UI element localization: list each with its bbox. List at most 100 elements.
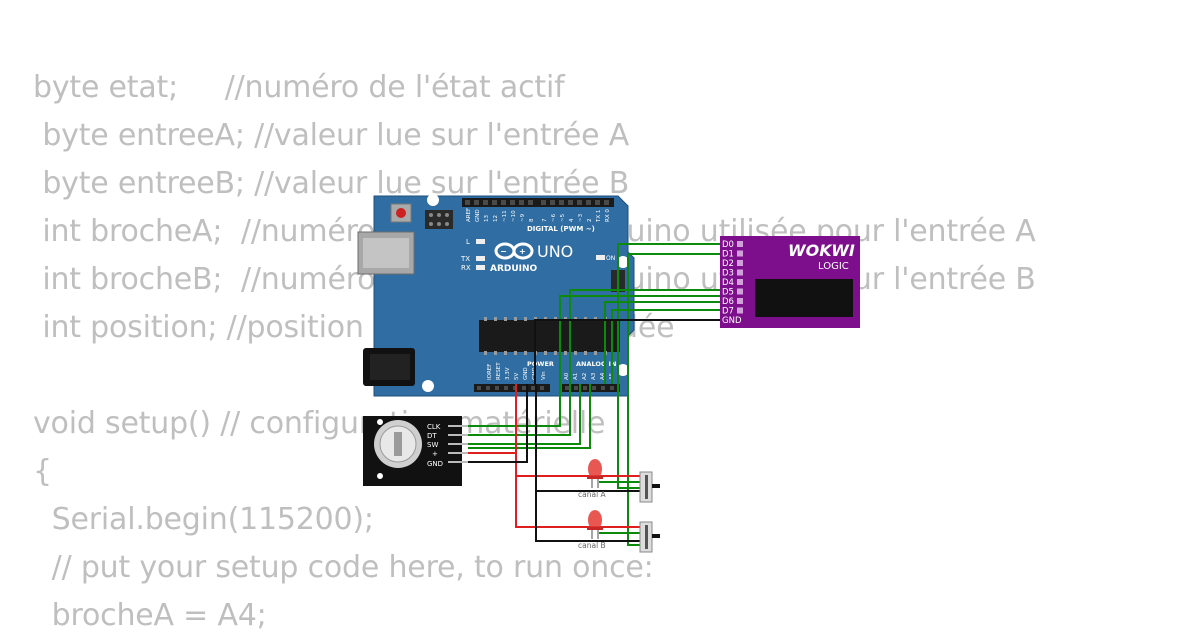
- led-b-lens: [588, 510, 602, 530]
- svg-text:CLK: CLK: [427, 423, 441, 431]
- svg-text:A1: A1: [573, 373, 579, 380]
- wire-5v-led-b: [515, 476, 640, 528]
- switch-b-lever[interactable]: [652, 534, 660, 538]
- encoder-pins: [448, 425, 468, 463]
- arduino-uno-board[interactable]: AREF GND 13 12 ~11 ~10 ~9 8 7 ~6 ~5 4 ~3…: [357, 194, 635, 397]
- led-l: [476, 239, 485, 244]
- mounting-hole: [617, 364, 629, 376]
- wire-dt: [468, 289, 720, 436]
- slide-switch-b[interactable]: [639, 521, 660, 553]
- led-on-label: ON: [606, 255, 615, 262]
- svg-text:D3: D3: [722, 269, 734, 279]
- logic-pin-labels: D0 D1 D2 D3 D4 D5 D6 D7 GND: [722, 240, 742, 326]
- led-canal-b[interactable]: canal B: [578, 510, 606, 550]
- led-tx-label: TX: [460, 255, 470, 263]
- code-line: brocheA = A4;: [33, 598, 267, 633]
- svg-text:~10: ~10: [511, 210, 517, 222]
- svg-text:D4: D4: [722, 278, 734, 288]
- svg-text:D2: D2: [722, 259, 734, 269]
- led-canal-a[interactable]: canal A: [578, 459, 607, 499]
- svg-text:+: +: [432, 450, 438, 458]
- slide-switch-a[interactable]: [639, 471, 660, 503]
- svg-text:3.3V: 3.3V: [505, 367, 511, 380]
- svg-text:8: 8: [529, 218, 535, 222]
- wire-d1: [627, 253, 720, 546]
- wire-5v-led-a: [515, 453, 640, 477]
- led-tx: [476, 256, 485, 261]
- wire-d6: [611, 309, 720, 384]
- svg-text:RESET: RESET: [496, 362, 502, 380]
- led-a-label: canal A: [578, 490, 607, 499]
- svg-text:Vin: Vin: [541, 371, 547, 380]
- digital-pin-labels: AREF GND 13 12 ~11 ~10 ~9 8 7 ~6 ~5 4 ~3…: [466, 208, 611, 223]
- power-header: [474, 384, 550, 392]
- usb-connector-inner: [363, 238, 409, 268]
- wire-gnd-switch-b: [535, 491, 640, 542]
- power-jack-inner: [370, 354, 410, 380]
- code-line: void setup() // configuration matérielle: [33, 406, 606, 441]
- mounting-hole: [422, 380, 434, 392]
- led-b-label: canal B: [578, 541, 606, 550]
- mounting-hole: [617, 256, 629, 268]
- logic-display: [755, 279, 853, 317]
- arduino-label: ARDUINO: [490, 264, 538, 274]
- wire-enc-a3: [468, 384, 591, 449]
- digital-header-pins: [465, 200, 609, 205]
- svg-text:GND: GND: [523, 367, 529, 380]
- code-line: byte entreeA; //valeur lue sur l'entrée …: [33, 118, 630, 153]
- svg-text:2: 2: [587, 219, 593, 223]
- code-line: byte entreeB; //valeur lue sur l'entrée …: [33, 166, 630, 201]
- svg-text:SW: SW: [427, 441, 438, 449]
- svg-text:7: 7: [542, 218, 548, 222]
- wire-d5: [604, 301, 720, 384]
- svg-text:D1: D1: [722, 250, 734, 260]
- svg-text:12: 12: [493, 215, 499, 222]
- svg-text:~9: ~9: [520, 213, 526, 222]
- uno-label: UNO: [537, 242, 573, 261]
- mounting-hole: [427, 194, 439, 206]
- icsp-header: [425, 210, 453, 229]
- logic-analyzer[interactable]: WOKWI LOGIC D0 D1 D2 D3 D4 D5 D6 D7 GND: [720, 236, 860, 328]
- rotary-encoder[interactable]: CLK DT SW + GND: [363, 416, 468, 486]
- digital-header-label: DIGITAL (PWM ~): [527, 225, 595, 233]
- arduino-logo: [494, 242, 534, 260]
- svg-text:D0: D0: [722, 240, 734, 250]
- power-header-label: POWER: [527, 360, 554, 368]
- svg-text:GND: GND: [427, 460, 443, 468]
- svg-text:TX 1: TX 1: [596, 210, 602, 223]
- code-line: Serial.begin(115200);: [33, 502, 374, 537]
- svg-text:~5: ~5: [560, 213, 566, 222]
- wire-gnd-encoder: [468, 384, 528, 463]
- led-a-lens: [588, 459, 602, 479]
- svg-text:~6: ~6: [551, 213, 557, 222]
- svg-text:D6: D6: [722, 297, 734, 307]
- encoder-pin-labels: CLK DT SW + GND: [427, 423, 443, 468]
- led-b-rim: [587, 527, 603, 530]
- digital-header: [462, 198, 614, 207]
- svg-text:~3: ~3: [578, 213, 584, 222]
- logo-minus: −: [500, 247, 507, 256]
- logo-plus: +: [519, 247, 526, 256]
- analog-header-label: ANALOG IN: [576, 360, 616, 368]
- svg-text:A3: A3: [591, 372, 597, 380]
- code-line: // put your setup code here, to run once…: [33, 550, 654, 585]
- switch-a-slot: [645, 475, 648, 499]
- switch-b-slot: [645, 525, 648, 549]
- encoder-hole: [377, 473, 383, 479]
- wire-sw: [468, 384, 581, 445]
- wire-clk: [468, 295, 720, 427]
- svg-text:D5: D5: [722, 288, 734, 298]
- led-l-label: L: [466, 238, 470, 246]
- svg-text:GND: GND: [722, 316, 742, 326]
- svg-text:DT: DT: [427, 432, 437, 440]
- code-line: byte etat; //numéro de l'état actif: [33, 70, 565, 105]
- svg-text:GND: GND: [475, 209, 481, 222]
- svg-text:A2: A2: [582, 373, 588, 380]
- wire-gnd-logic: [534, 319, 720, 384]
- svg-text:RX 0: RX 0: [605, 209, 611, 222]
- reset-button-cap: [396, 208, 406, 218]
- svg-text:IOREF: IOREF: [487, 364, 493, 380]
- wires: [468, 243, 720, 546]
- switch-a-lever[interactable]: [652, 484, 660, 488]
